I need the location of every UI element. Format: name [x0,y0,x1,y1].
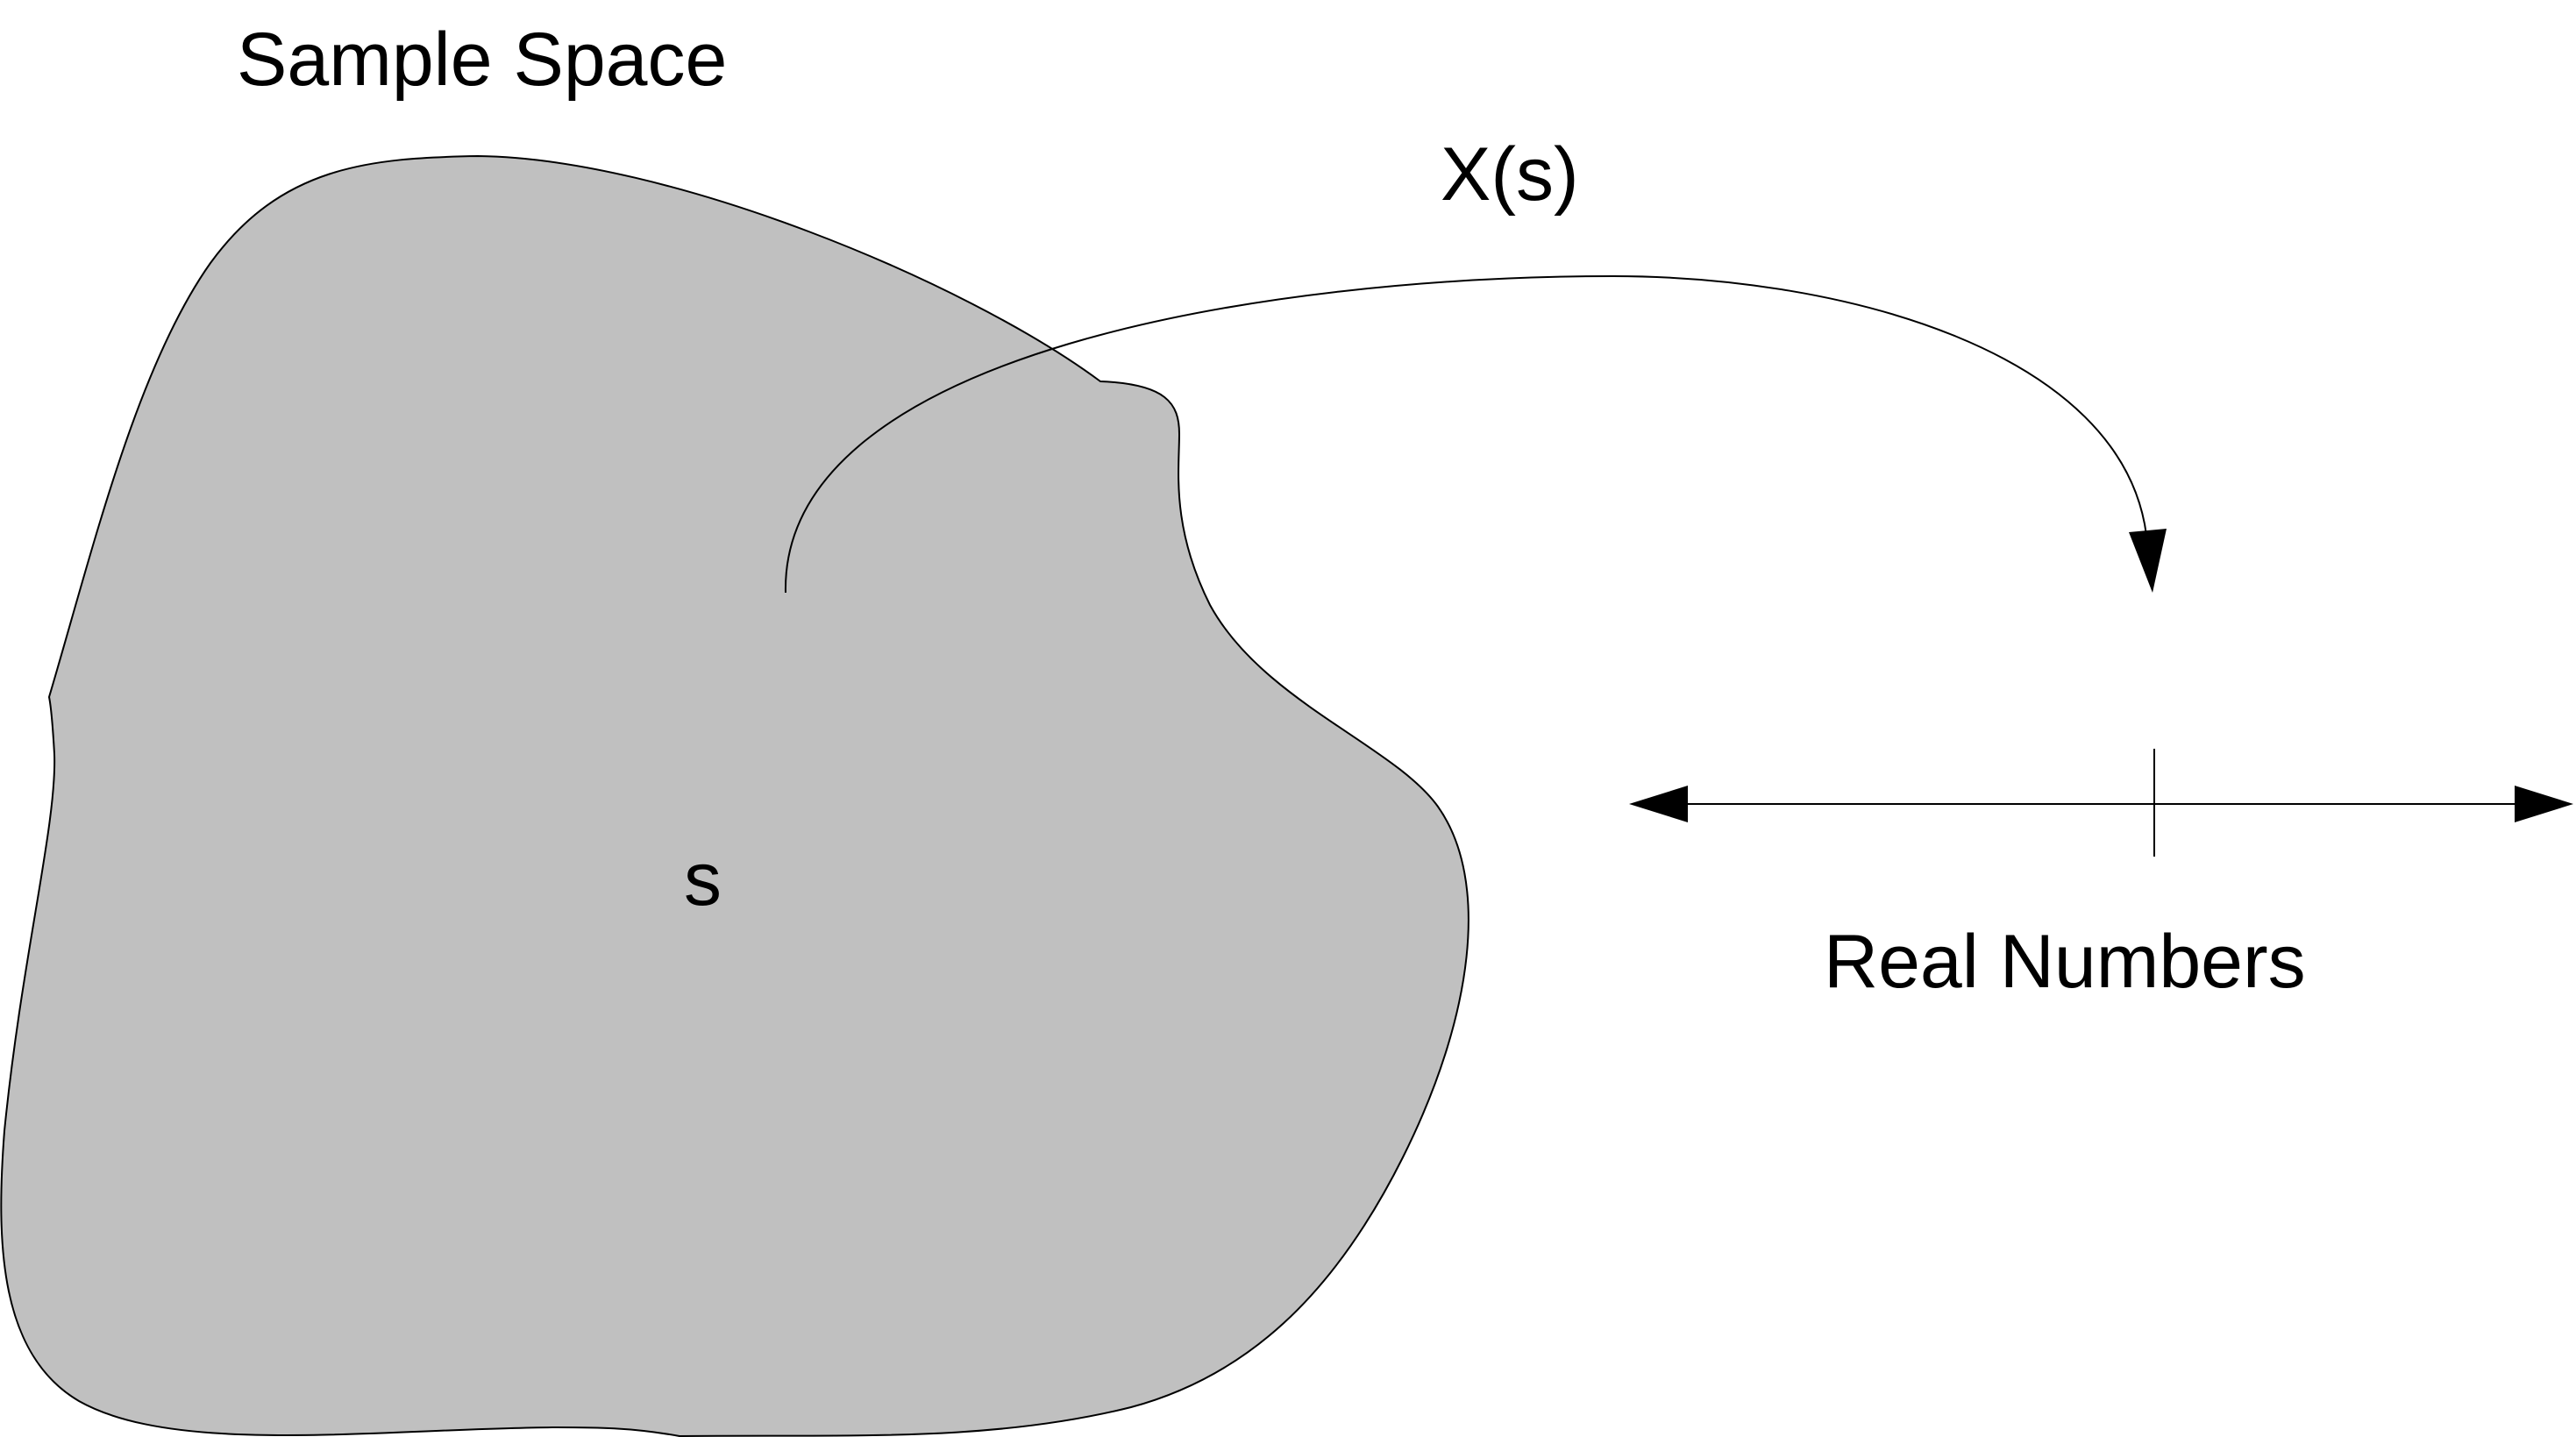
mapping-arc [784,274,2147,594]
real-line-right-arrowhead [2515,786,2573,822]
mapping-arrowhead [2129,529,2167,593]
mapping-label: X(s) [1441,132,1579,217]
real-numbers-label: Real Numbers [1824,920,2306,1004]
sample-space-label: Sample Space [237,18,727,102]
real-line-left-arrowhead [1629,786,1688,822]
sample-point-label: s [684,837,722,921]
sample-space-region [0,154,1469,1437]
